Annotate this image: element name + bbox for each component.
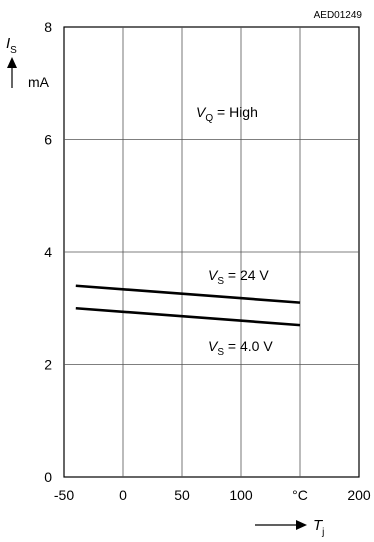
y-tick-label: 8 — [44, 19, 52, 35]
x-tick-label: 200 — [347, 487, 371, 503]
y-tick-label: 6 — [44, 132, 52, 148]
y-axis-unit: mA — [28, 74, 50, 90]
series-line-0 — [75, 284, 301, 304]
grid — [64, 27, 359, 477]
x-tick-label: -50 — [54, 487, 74, 503]
series-label-24v: VS = 24 V — [208, 267, 269, 287]
y-axis-label: IS — [6, 35, 17, 56]
x-axis-label: Tj — [313, 517, 324, 538]
x-tick-label: 100 — [229, 487, 253, 503]
figure-id: AED01249 — [314, 10, 363, 21]
y-axis-arrowhead-icon — [7, 57, 17, 68]
series-lines — [75, 284, 301, 327]
x-tick-label: 0 — [119, 487, 127, 503]
y-tick-label: 4 — [44, 244, 52, 260]
x-tick-label: 50 — [174, 487, 190, 503]
x-axis-arrowhead-icon — [296, 520, 307, 530]
x-tick-label: °C — [292, 487, 308, 503]
series-line-1 — [75, 306, 301, 327]
y-tick-label: 0 — [44, 469, 52, 485]
series-label-4v: VS = 4.0 V — [208, 338, 273, 358]
condition-annotation: VQ = High — [196, 104, 258, 124]
y-tick-label: 2 — [44, 357, 52, 373]
